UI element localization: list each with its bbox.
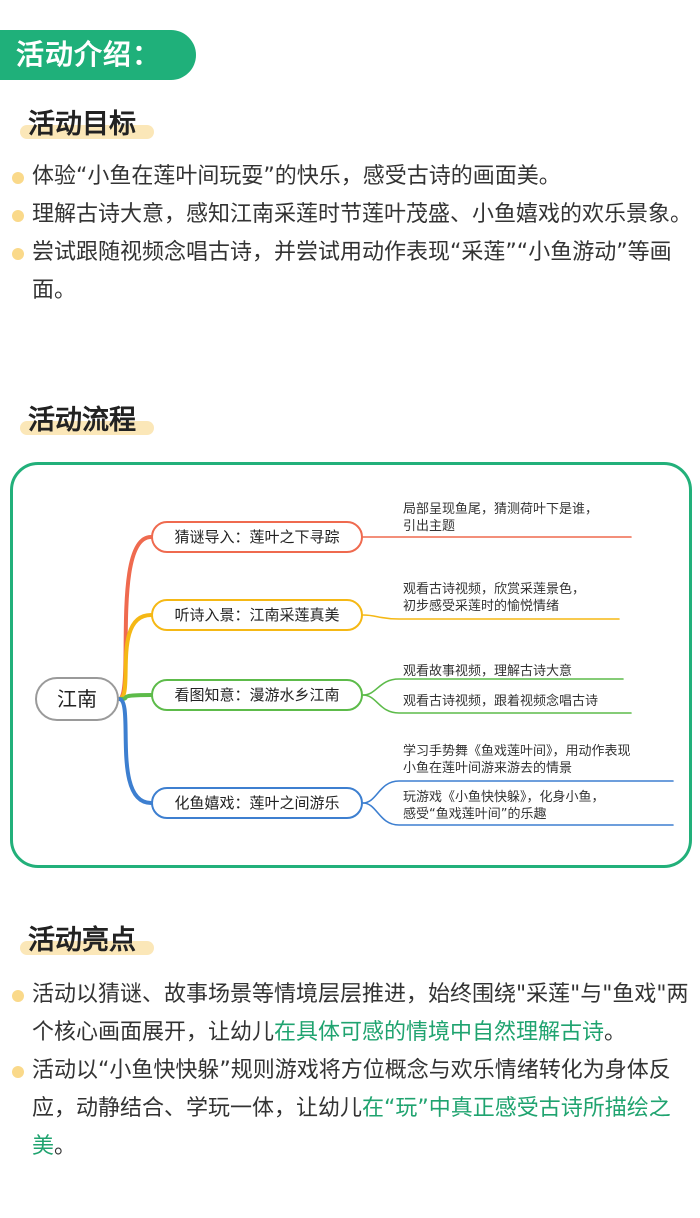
mindmap-branch-node: 看图知意：漫游水乡江南 xyxy=(151,679,363,711)
intro-banner: 活动介绍： xyxy=(0,30,196,80)
highlights-list: 活动以猜谜、故事场景等情境层层推进，始终围绕"采莲"与"鱼戏"两个核心画面展开，… xyxy=(10,976,692,1166)
leaf-line: 玩游戏《小鱼快快躲》，化身小鱼， xyxy=(403,790,605,805)
mindmap-leaf-text: 玩游戏《小鱼快快躲》，化身小鱼， 感受“鱼戏莲叶间”的乐趣 xyxy=(403,789,605,823)
list-item: 活动以猜谜、故事场景等情境层层推进，始终围绕"采莲"与"鱼戏"两个核心画面展开，… xyxy=(10,976,692,1052)
process-title: 活动流程 xyxy=(20,398,154,437)
highlight-text: 。 xyxy=(604,1020,627,1045)
leaf-line: 小鱼在莲叶间游来游去的情景 xyxy=(403,761,573,776)
leaf-line: 观看古诗视频，欣赏采莲景色， xyxy=(403,582,586,597)
list-item: 活动以“小鱼快快躲”规则游戏将方位概念与欢乐情绪转化为身体反应，动静结合、学玩一… xyxy=(10,1052,692,1166)
leaf-connector xyxy=(362,780,674,804)
highlight-emphasis: 在具体可感的情境中自然理解古诗 xyxy=(274,1020,605,1045)
highlight-emphasis: 在“玩”中真正感受古诗所描绘之美 xyxy=(32,1096,671,1159)
process-mindmap: 江南 猜谜导入：莲叶之下寻踪 局部呈现鱼尾，猜测荷叶下是谁， 引出主题听诗入景：江南… xyxy=(10,462,692,868)
leaf-connector xyxy=(362,678,624,696)
mindmap-branch-node: 听诗入景：江南采莲真美 xyxy=(151,599,363,631)
list-item: 尝试跟随视频念唱古诗，并尝试用动作表现“采莲”“小鱼游动”等画面。 xyxy=(10,234,692,310)
leaf-connector xyxy=(362,694,632,714)
mindmap-branch-node: 化鱼嬉戏：莲叶之间游乐 xyxy=(151,787,363,819)
leaf-line: 观看古诗视频，跟着视频念唱古诗 xyxy=(403,694,599,709)
mindmap-leaf-text: 局部呈现鱼尾，猜测荷叶下是谁， 引出主题 xyxy=(403,501,598,535)
branch-connector xyxy=(117,697,153,805)
leaf-line: 学习手势舞《鱼戏莲叶间》，用动作表现 xyxy=(403,744,631,759)
highlights-title: 活动亮点 xyxy=(20,918,154,957)
goals-title: 活动目标 xyxy=(20,102,154,141)
list-item: 体验“小鱼在莲叶间玩耍”的快乐，感受古诗的画面美。 xyxy=(10,158,692,196)
mindmap-root: 江南 xyxy=(35,677,119,721)
mindmap-leaf-text: 观看古诗视频，欣赏采莲景色， 初步感受采莲时的愉悦情绪 xyxy=(403,581,585,615)
highlight-text: 活动以猜谜、故事场景等情境层层推进，始终围绕"采莲"与"鱼戏"两个核心画面展开，… xyxy=(32,982,689,1045)
mindmap-leaf-text: 观看故事视频，理解古诗大意 xyxy=(403,663,572,680)
branch-connector xyxy=(117,613,153,701)
mindmap-leaf-text: 观看古诗视频，跟着视频念唱古诗 xyxy=(403,693,598,710)
leaf-line: 观看故事视频，理解古诗大意 xyxy=(403,664,573,679)
leaf-line: 局部呈现鱼尾，猜测荷叶下是谁， xyxy=(403,502,599,517)
leaf-line: 引出主题 xyxy=(403,519,456,534)
highlight-text: 。 xyxy=(54,1134,77,1159)
mindmap-branch-node: 猜谜导入：莲叶之下寻踪 xyxy=(151,521,363,553)
goals-list: 体验“小鱼在莲叶间玩耍”的快乐，感受古诗的画面美。 理解古诗大意，感知江南采莲时… xyxy=(10,158,692,310)
mindmap-connectors xyxy=(117,535,674,826)
leaf-connector xyxy=(362,614,620,620)
leaf-line: 初步感受采莲时的愉悦情绪 xyxy=(403,599,560,614)
leaf-connector xyxy=(362,802,674,826)
leaf-line: 感受“鱼戏莲叶间”的乐趣 xyxy=(403,807,547,822)
list-item: 理解古诗大意，感知江南采莲时节莲叶茂盛、小鱼嬉戏的欢乐景象。 xyxy=(10,196,692,234)
mindmap-leaf-text: 学习手势舞《鱼戏莲叶间》，用动作表现小鱼在莲叶间游来游去的情景 xyxy=(403,743,631,777)
highlight-text: 活动以“小鱼快快躲”规则游戏将方位概念与欢乐情绪转化为身体反应，动静结合、学玩一… xyxy=(32,1058,671,1121)
